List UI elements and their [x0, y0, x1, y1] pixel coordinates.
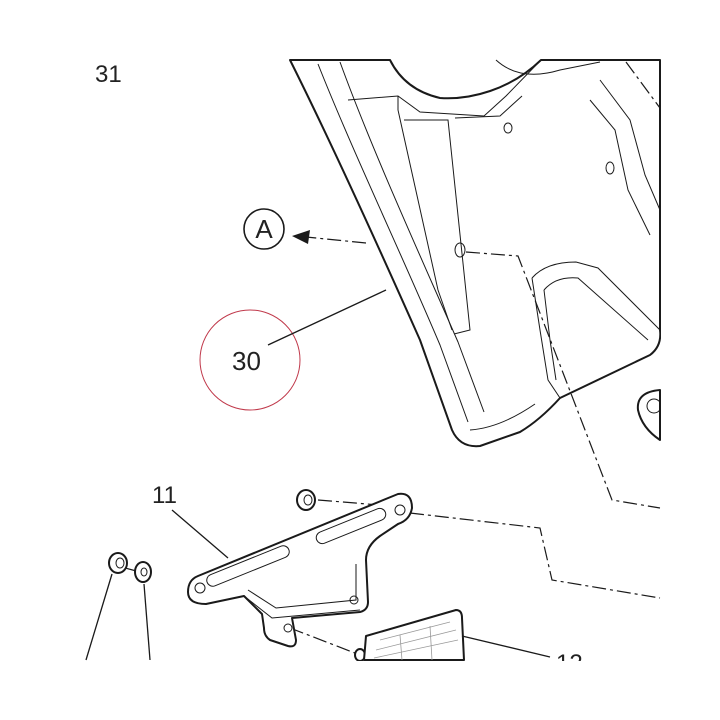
reflector-part-12 [363, 609, 551, 661]
view-a-circle [243, 208, 285, 250]
bracket-part-11: 11 [152, 482, 413, 648]
callout-11-label: 11 [152, 482, 177, 509]
nut-upper [296, 489, 316, 511]
view-a-label: A [255, 214, 273, 244]
callout-30: 30 [199, 289, 387, 411]
highlight-circle [199, 309, 301, 411]
callout-12-label: 12 [556, 650, 583, 677]
view-a-indicator: A [243, 208, 367, 250]
washer-left [134, 561, 152, 661]
callout-30-label: 30 [232, 346, 261, 376]
page-number: 31 [95, 61, 122, 88]
nut-left [85, 552, 128, 661]
